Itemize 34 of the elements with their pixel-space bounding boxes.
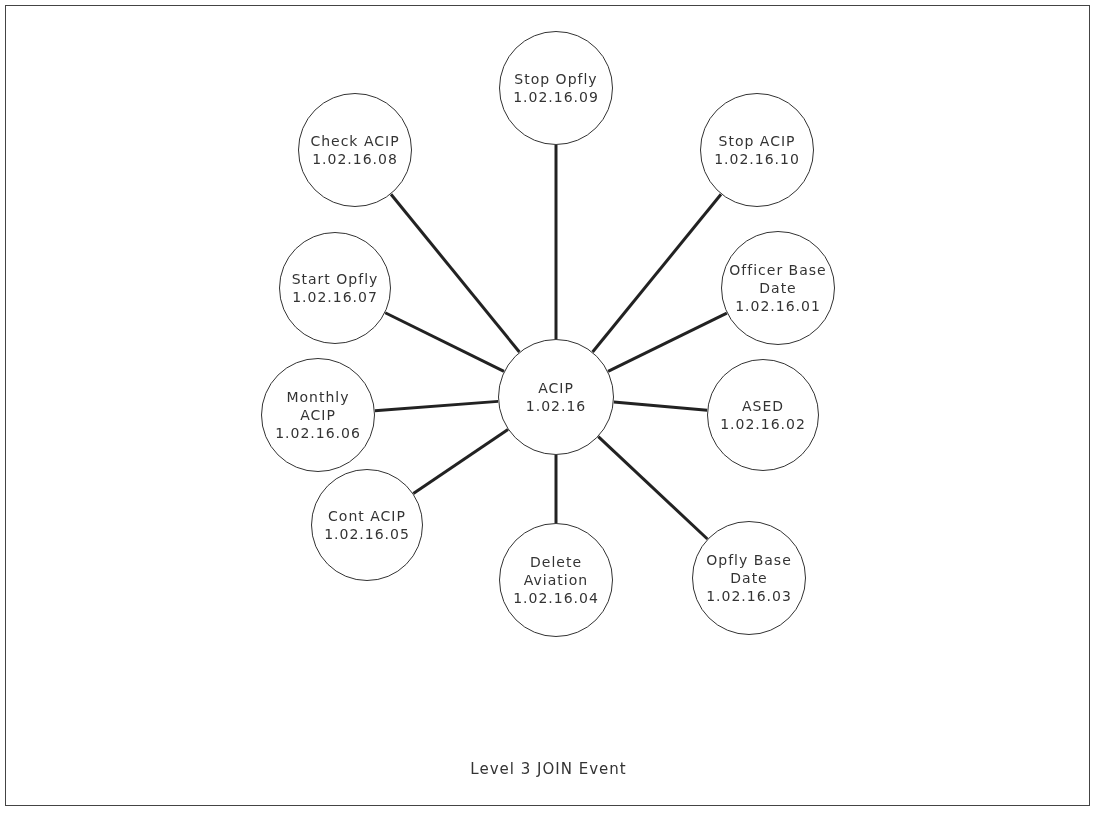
connector-line (554, 455, 558, 523)
process-number: 1.02.16.02 (720, 415, 806, 434)
process-number: 1.02.16.08 (312, 150, 398, 169)
connector-line (374, 399, 499, 413)
process-name: Stop Opfly (514, 69, 598, 88)
process-name: Cont ACIP (328, 506, 406, 525)
process-name: Start Opfly (291, 269, 379, 288)
process-name: Officer Base Date (728, 260, 828, 298)
process-number: 1.02.16 (525, 397, 587, 416)
connector-line (554, 145, 558, 339)
process-number: 1.02.16.10 (714, 150, 800, 169)
process-name: Check ACIP (310, 131, 400, 150)
connector-line (613, 400, 708, 412)
process-name: ASED (741, 396, 785, 415)
connector-line (591, 193, 723, 353)
connector-line (597, 435, 709, 541)
process-number: 1.02.16.07 (292, 288, 378, 307)
process-number: 1.02.16.06 (275, 424, 361, 443)
process-number: 1.02.16.05 (324, 525, 410, 544)
connector-line (389, 193, 521, 353)
process-name: Stop ACIP (718, 131, 796, 150)
connector-line (384, 311, 505, 373)
process-name: ACIP (538, 378, 574, 397)
process-name: Opfly Base Date (705, 550, 793, 588)
process-name: Monthly ACIP (285, 387, 351, 425)
caption: Level 3 JOIN Event (470, 760, 627, 778)
connector-line (607, 311, 728, 373)
process-number: 1.02.16.04 (513, 589, 599, 608)
process-number: 1.02.16.09 (513, 88, 599, 107)
process-circle (498, 339, 614, 455)
process-number: 1.02.16.01 (735, 297, 821, 316)
process-name: Delete Aviation (522, 552, 590, 590)
connector-line (412, 428, 509, 495)
process-number: 1.02.16.03 (706, 587, 792, 606)
